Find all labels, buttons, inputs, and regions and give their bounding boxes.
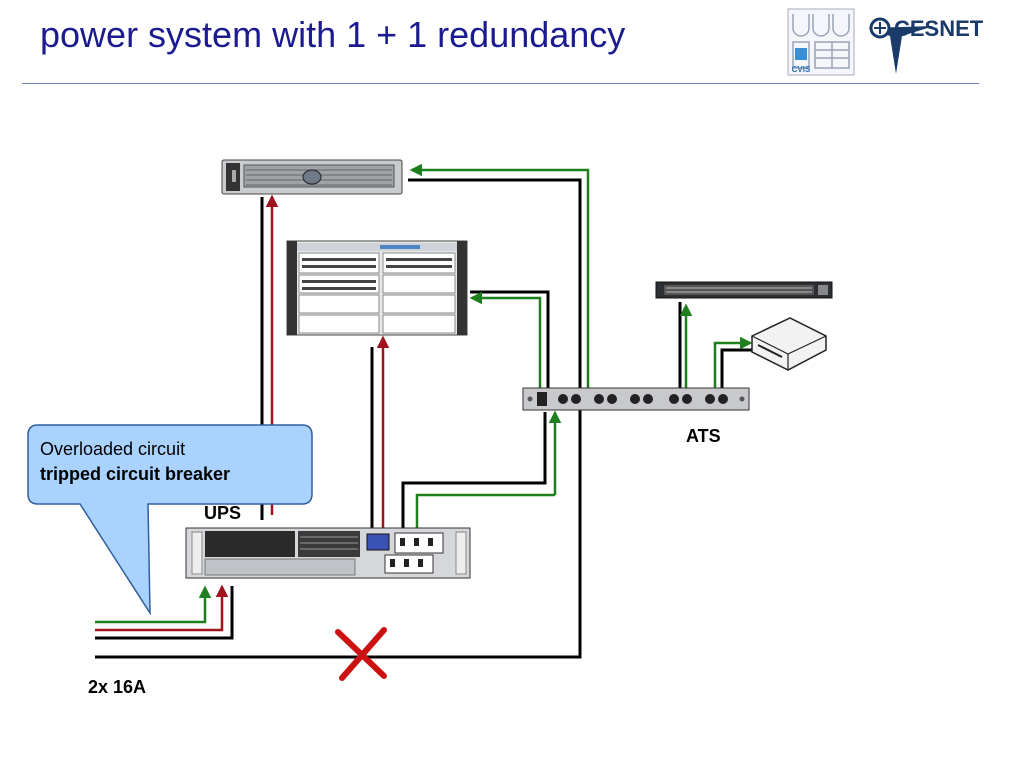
logo-cesnet-text: CESNET (894, 16, 984, 41)
power-strip-icon (522, 387, 750, 411)
callout-line1: Overloaded circuit (40, 439, 186, 459)
desktop-box-icon (751, 317, 827, 371)
ups-label: UPS (204, 503, 242, 523)
title-divider (22, 83, 979, 84)
logo-cvis: CVIS (787, 8, 855, 76)
failure-x-icon (335, 627, 387, 681)
callout-text: Overloaded circuit tripped circuit break… (40, 437, 230, 487)
feed-label: 2x 16A (88, 677, 147, 697)
green-cables (95, 163, 753, 624)
rack-switch-icon (655, 281, 833, 299)
logo-cvis-caption: CVIS (792, 65, 811, 74)
page-title: power system with 1 + 1 redundancy (40, 14, 626, 55)
server-icon (221, 159, 403, 195)
ats-label: ATS (686, 426, 721, 446)
callout-line2: tripped circuit breaker (40, 464, 231, 484)
logo-cesnet: CESNET (868, 16, 984, 74)
network-switch-icon (286, 240, 468, 336)
callout-bubble (27, 424, 313, 616)
ups-icon (185, 527, 471, 579)
